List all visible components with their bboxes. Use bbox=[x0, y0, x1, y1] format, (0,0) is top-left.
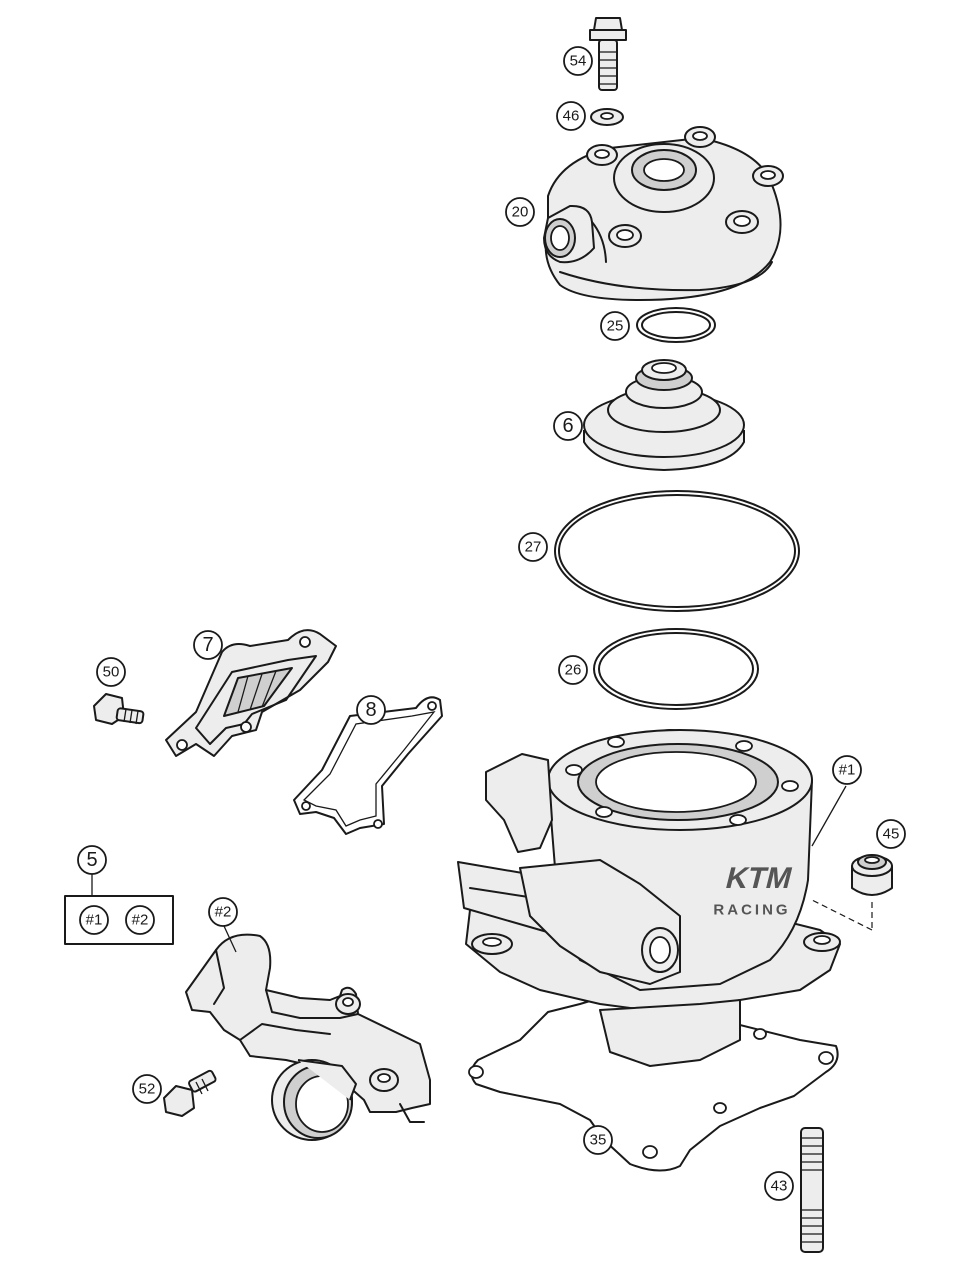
svg-text:26: 26 bbox=[565, 662, 582, 679]
part-35-base-gasket bbox=[468, 997, 839, 1172]
part-43-stud bbox=[800, 1127, 824, 1253]
part-8-gasket bbox=[293, 696, 443, 835]
svg-text:46: 46 bbox=[563, 108, 580, 125]
svg-text:#1: #1 bbox=[86, 912, 103, 929]
callout-35: 35 bbox=[583, 1125, 613, 1155]
callout-7: 7 bbox=[193, 630, 223, 660]
svg-text:25: 25 bbox=[607, 318, 624, 335]
svg-text:52: 52 bbox=[139, 1081, 156, 1098]
callout-45: 45 bbox=[876, 819, 906, 849]
svg-text:8: 8 bbox=[365, 699, 376, 721]
callout-54: 54 bbox=[563, 46, 593, 76]
part-5-kit-box bbox=[64, 874, 174, 945]
part-46-washer bbox=[590, 108, 624, 126]
callout-26: 26 bbox=[558, 655, 588, 685]
callout-5-kit-item-1: #1 bbox=[79, 905, 109, 935]
part-1-cylinder: KTM RACING bbox=[457, 729, 847, 1067]
svg-text:27: 27 bbox=[525, 539, 542, 556]
svg-text:43: 43 bbox=[771, 1178, 788, 1195]
callout-43: 43 bbox=[764, 1171, 794, 1201]
part-27-o-ring bbox=[554, 490, 800, 612]
svg-text:45: 45 bbox=[883, 826, 900, 843]
part-2-intake-flange bbox=[185, 933, 431, 1141]
svg-text:5: 5 bbox=[86, 849, 97, 871]
part-45-nut bbox=[811, 854, 893, 931]
svg-text:20: 20 bbox=[512, 204, 529, 221]
callout-25: 25 bbox=[600, 311, 630, 341]
part-6-head-insert bbox=[583, 359, 745, 471]
cylinder-logo-sub: RACING bbox=[713, 902, 790, 919]
callout-8: 8 bbox=[356, 695, 386, 725]
part-26-o-ring bbox=[593, 628, 759, 710]
svg-text:7: 7 bbox=[202, 634, 213, 656]
svg-text:6: 6 bbox=[562, 415, 573, 437]
part-20-cylinder-head bbox=[543, 126, 784, 301]
svg-text:54: 54 bbox=[570, 53, 587, 70]
part-7-reed-valve bbox=[165, 629, 337, 757]
callout-20: 20 bbox=[505, 197, 535, 227]
callout-2: #2 bbox=[208, 897, 238, 953]
cylinder-logo: KTM bbox=[722, 861, 795, 894]
callout-50: 50 bbox=[96, 657, 126, 687]
svg-text:#2: #2 bbox=[215, 904, 232, 921]
callout-27: 27 bbox=[518, 532, 548, 562]
part-50-bolt bbox=[93, 693, 145, 725]
svg-text:35: 35 bbox=[590, 1132, 607, 1149]
callout-1: #1 bbox=[832, 755, 862, 785]
callout-5-kit-item-2: #2 bbox=[125, 905, 155, 935]
svg-text:#2: #2 bbox=[132, 912, 149, 929]
part-25-o-ring bbox=[636, 307, 716, 343]
callout-46: 46 bbox=[556, 101, 586, 131]
callout-52: 52 bbox=[132, 1074, 162, 1104]
part-54-bolt bbox=[589, 17, 627, 91]
callout-5: 5 bbox=[77, 845, 107, 875]
svg-text:50: 50 bbox=[103, 664, 120, 681]
part-52-bolt bbox=[163, 1069, 217, 1117]
svg-text:#1: #1 bbox=[839, 762, 856, 779]
callout-6: 6 bbox=[553, 411, 583, 441]
